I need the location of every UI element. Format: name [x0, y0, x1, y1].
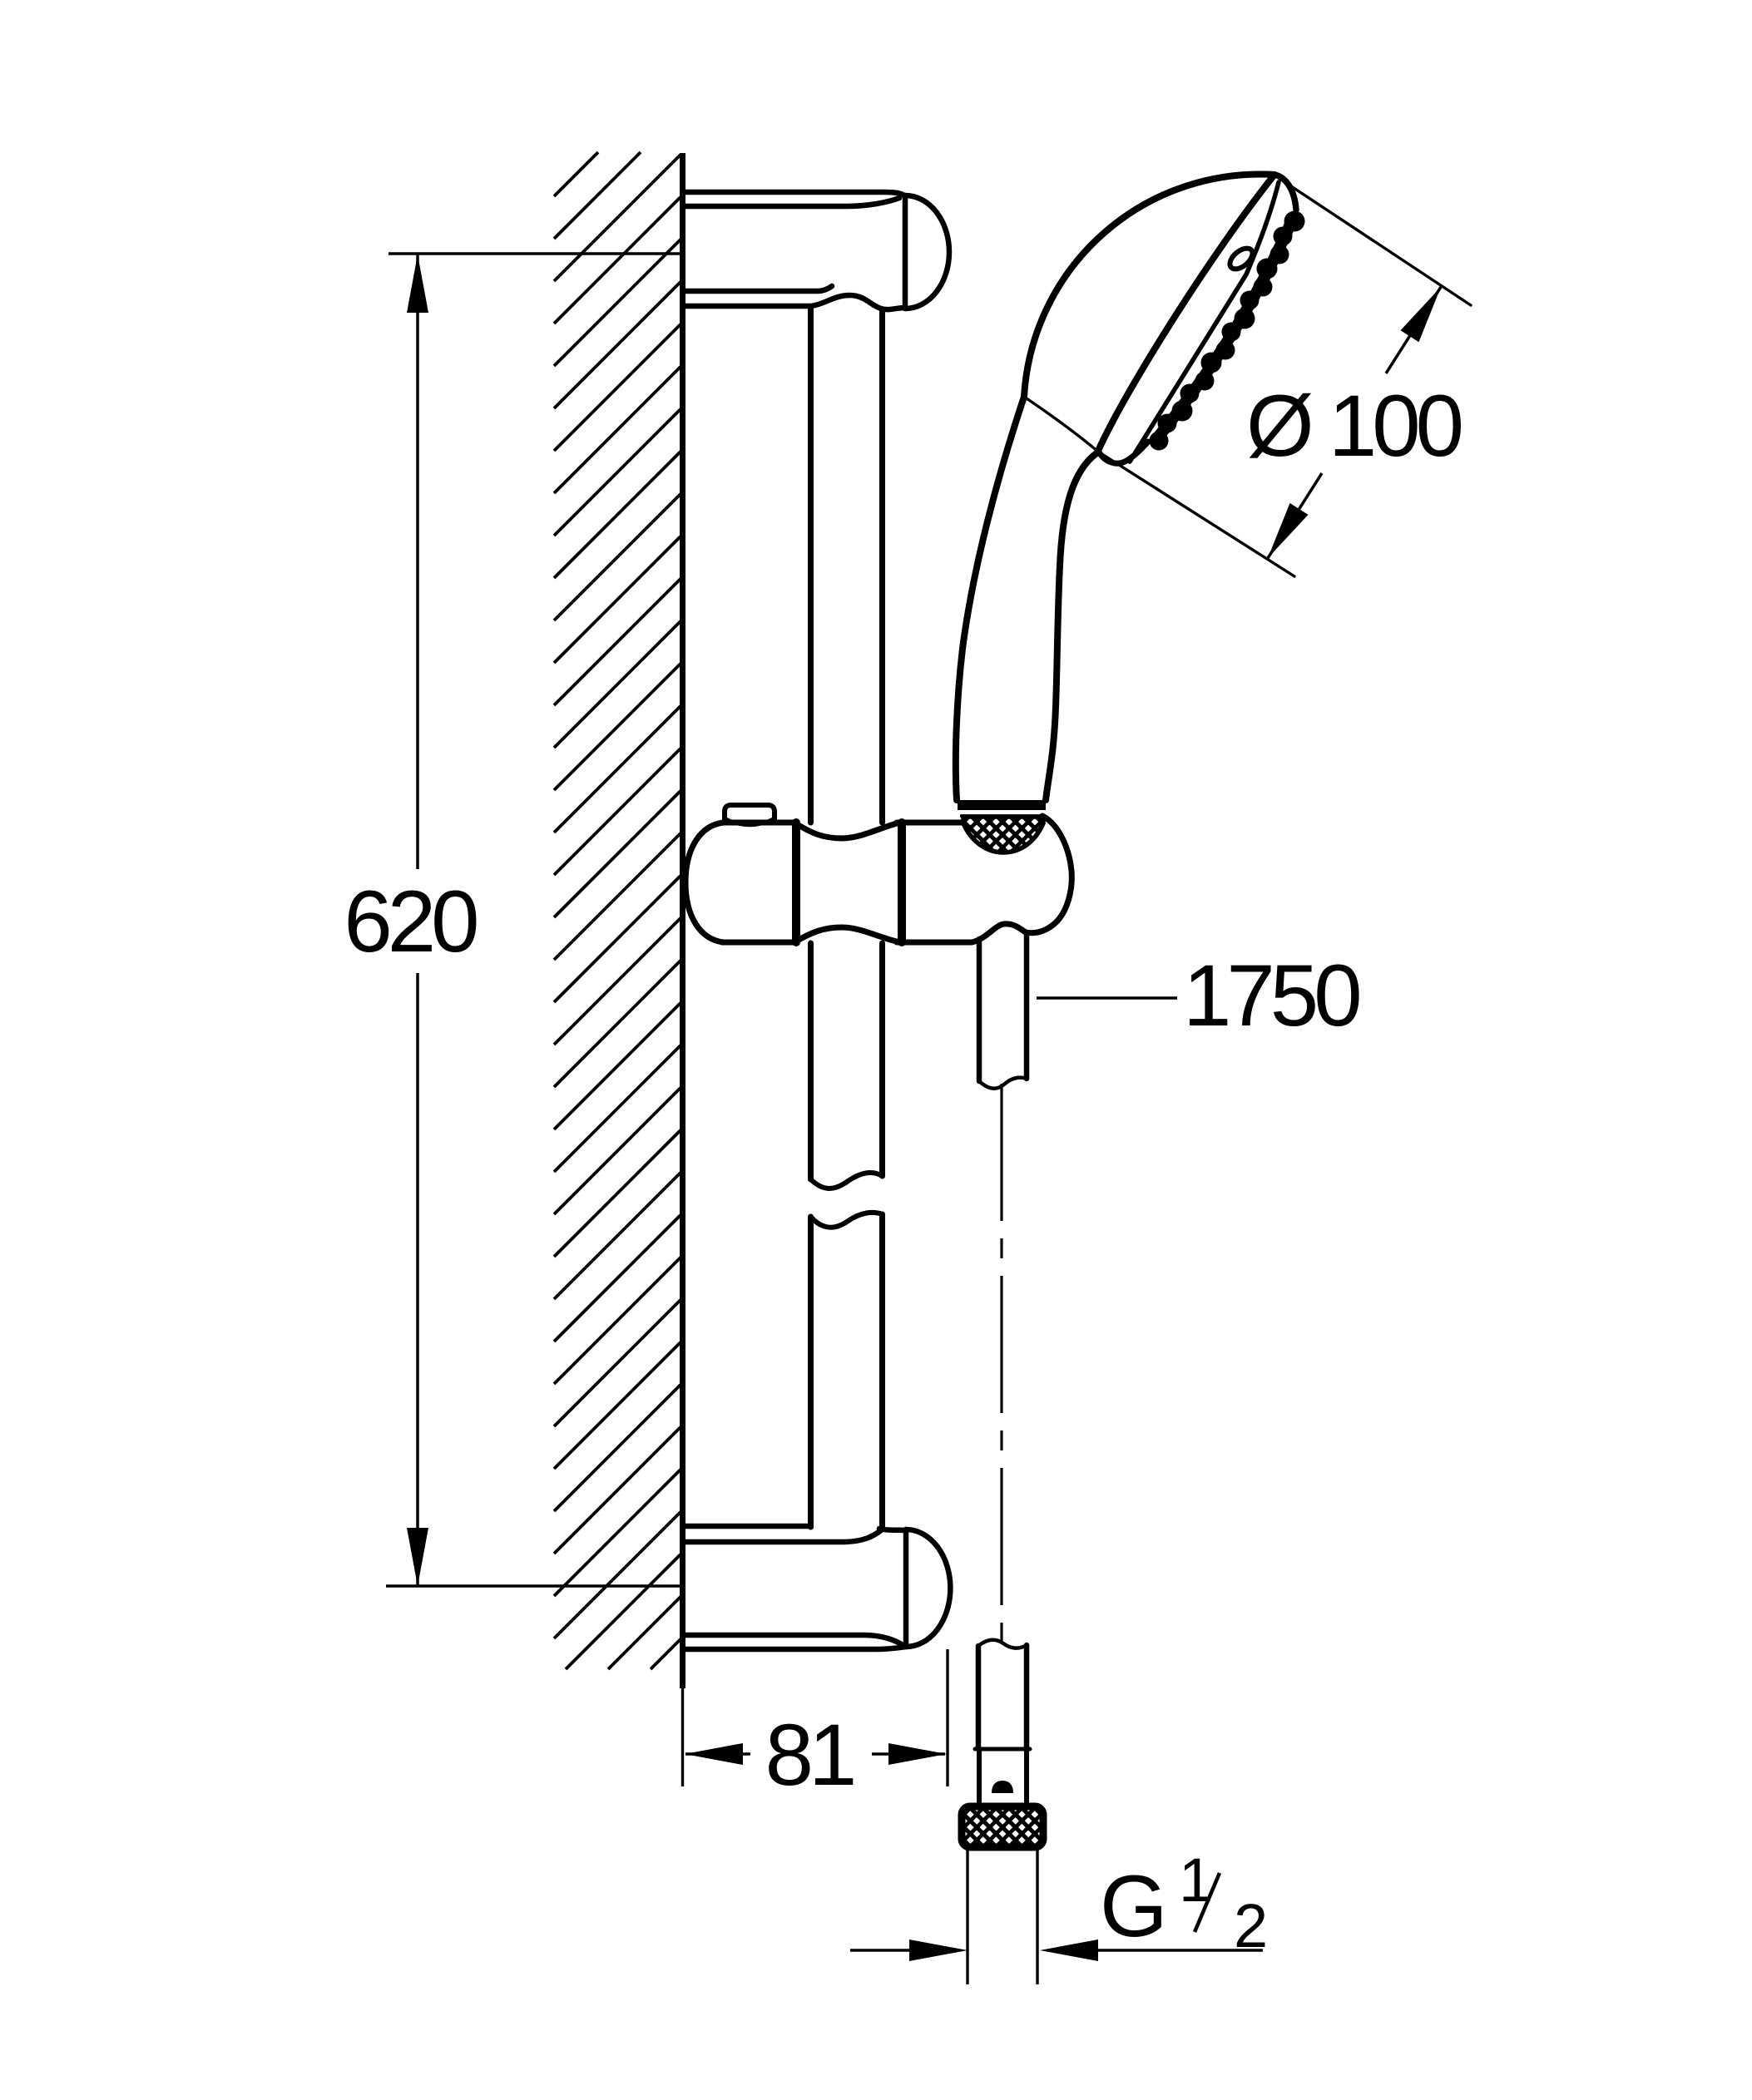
svg-text:G: G: [1100, 1858, 1168, 1955]
svg-text:81: 81: [765, 1707, 854, 1804]
svg-text:Ø 100: Ø 100: [1246, 378, 1462, 475]
svg-text:1750: 1750: [1183, 947, 1359, 1045]
svg-text:2: 2: [1234, 1891, 1268, 1960]
svg-text:620: 620: [344, 873, 477, 971]
